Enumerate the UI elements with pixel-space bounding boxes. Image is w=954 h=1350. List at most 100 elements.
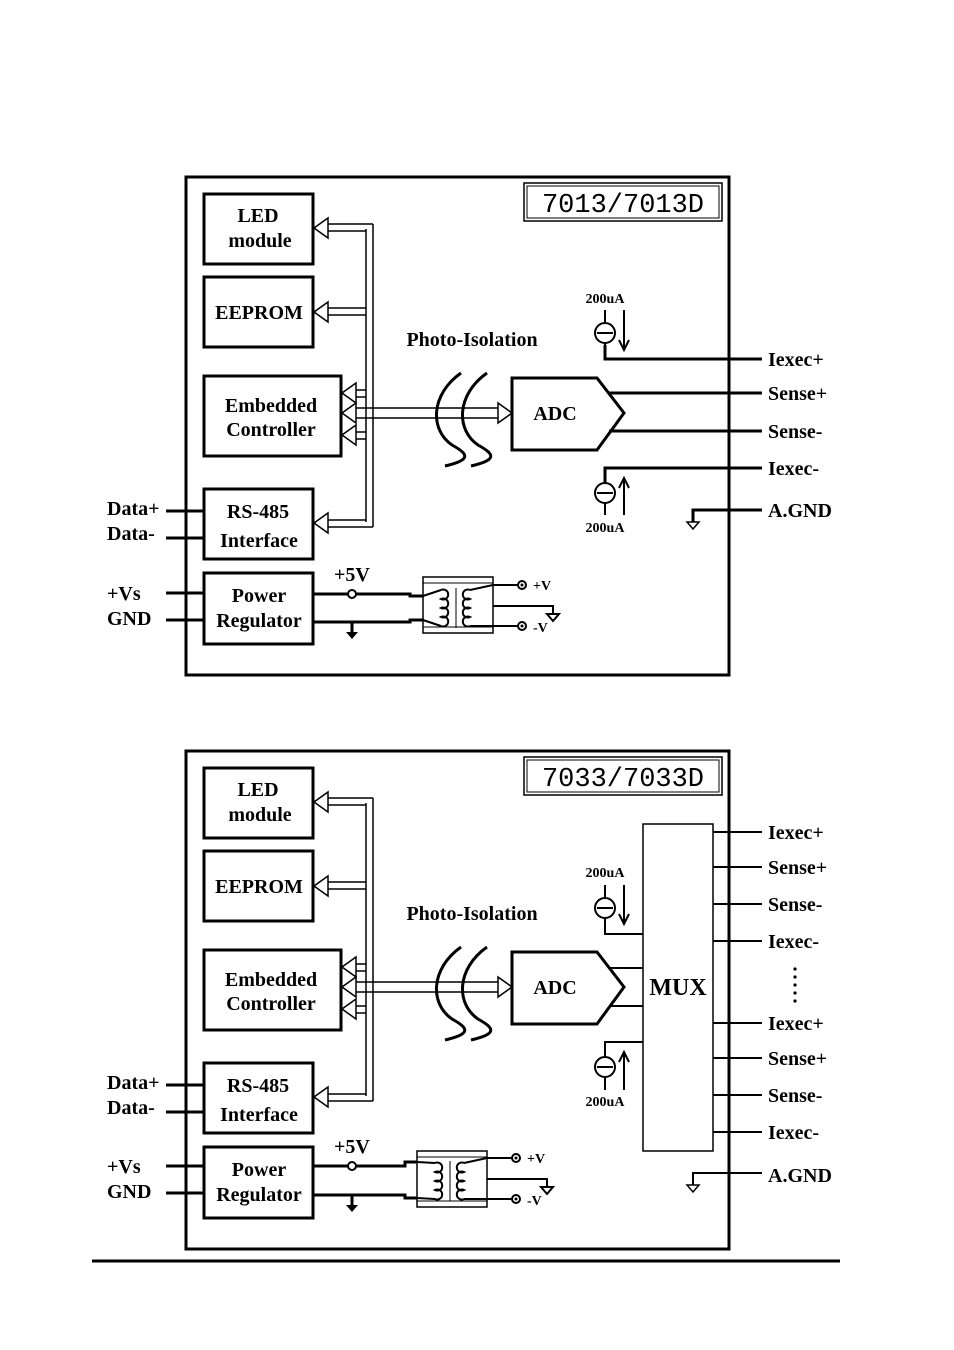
- left-signal-3: GND: [107, 608, 151, 630]
- isolated-outputs: [493, 584, 562, 627]
- model-box: [523, 756, 723, 796]
- model-title: 7013/7013D: [542, 191, 704, 221]
- minus-v-label: -V: [527, 1194, 542, 1209]
- current-bottom-label: 200uA: [586, 521, 626, 536]
- current-source-top: [594, 310, 630, 353]
- right-signal-6: Sense-: [768, 1085, 822, 1107]
- right-signal-3: Iexec-: [768, 931, 819, 953]
- plus5v-label: +5V: [334, 1136, 370, 1158]
- internal-bus: [312, 790, 514, 1109]
- left-signal-1: Data-: [107, 523, 155, 545]
- 5v-node: [347, 589, 357, 599]
- diagram-7033: 7033/7033D LED module EEPROM Embedded Co…: [107, 749, 832, 1251]
- module-frame: [184, 749, 731, 1251]
- led-module-block: [202, 192, 315, 266]
- controller-label-1: Embedded: [225, 395, 317, 417]
- rs485-label-2: Interface: [220, 530, 298, 552]
- left-signal-0: Data+: [107, 1072, 160, 1094]
- left-signal-2: +Vs: [107, 1156, 141, 1178]
- photo-isolation-label: Photo-Isolation: [406, 903, 537, 925]
- left-signal-1: Data-: [107, 1097, 155, 1119]
- controller-label-1: Embedded: [225, 969, 317, 991]
- right-signal-2: Sense-: [768, 894, 822, 916]
- power-label-1: Power: [232, 585, 287, 607]
- power-lines: [313, 592, 423, 633]
- controller-label-2: Controller: [226, 419, 316, 441]
- adc-label: ADC: [533, 403, 576, 425]
- left-signal-2: +Vs: [107, 583, 141, 605]
- current-source-top: [594, 885, 630, 927]
- left-signal-3: GND: [107, 1181, 151, 1203]
- led-label-1: LED: [237, 779, 278, 801]
- eeprom-block: [202, 849, 315, 923]
- eeprom-label: EEPROM: [215, 302, 303, 324]
- led-label-2: module: [228, 230, 291, 252]
- left-signal-0: Data+: [107, 498, 160, 520]
- left-signal-lines: [166, 509, 204, 622]
- ground-arrow: [346, 1205, 358, 1212]
- isolated-dc-converter: [416, 1150, 488, 1208]
- current-top-label: 200uA: [586, 866, 626, 881]
- controller-label-2: Controller: [226, 993, 316, 1015]
- internal-bus: [312, 216, 514, 535]
- right-signal-2: Sense-: [768, 421, 822, 443]
- rs485-block: [202, 487, 315, 561]
- power-regulator-block: [202, 571, 315, 646]
- right-signal-7: Iexec-: [768, 1122, 819, 1144]
- signal-lines: [603, 345, 762, 522]
- rs485-label-1: RS-485: [227, 501, 289, 523]
- eeprom-block: [202, 275, 315, 349]
- diagram-7013: 7013/7013D LED module EEPROM Embedded Co…: [107, 175, 832, 677]
- embedded-controller-block: [202, 374, 343, 458]
- power-lines: [313, 1160, 417, 1206]
- right-signal-5: Sense+: [768, 1048, 827, 1070]
- current-source-bottom: [594, 1049, 630, 1090]
- mux-block: [642, 823, 714, 1152]
- plus-v-label: +V: [527, 1152, 545, 1167]
- adc-mux-lines: [604, 920, 643, 1055]
- power-label-2: Regulator: [216, 1184, 302, 1206]
- isolated-outputs: [487, 1157, 556, 1200]
- right-signal-0: Iexec+: [768, 349, 824, 371]
- mux-label: MUX: [649, 975, 707, 1001]
- eeprom-label: EEPROM: [215, 876, 303, 898]
- agnd-symbol: [685, 521, 701, 531]
- ellipsis-dots: [793, 967, 797, 1003]
- current-source-bottom: [594, 475, 630, 515]
- model-box: [523, 182, 723, 222]
- current-bottom-label: 200uA: [586, 1095, 626, 1110]
- power-regulator-block: [202, 1145, 315, 1220]
- isolation-barrier: [435, 371, 493, 468]
- right-signal-1: Sense+: [768, 383, 827, 405]
- isolated-dc-converter: [422, 576, 494, 634]
- right-signal-1: Sense+: [768, 857, 827, 879]
- left-signal-lines: [166, 1083, 204, 1195]
- rs485-block: [202, 1061, 315, 1135]
- plus-v-label: +V: [533, 579, 551, 594]
- 5v-node: [347, 1161, 357, 1171]
- power-label-2: Regulator: [216, 610, 302, 632]
- right-signal-4: Iexec+: [768, 1013, 824, 1035]
- minus-v-label: -V: [533, 621, 548, 636]
- power-label-1: Power: [232, 1159, 287, 1181]
- mux-outputs: [685, 831, 762, 1194]
- right-signal-8: A.GND: [768, 1165, 832, 1187]
- model-title: 7033/7033D: [542, 765, 704, 795]
- right-signal-0: Iexec+: [768, 822, 824, 844]
- module-frame: [184, 175, 731, 677]
- adc-label: ADC: [533, 977, 576, 999]
- led-label-2: module: [228, 804, 291, 826]
- led-label-1: LED: [237, 205, 278, 227]
- current-top-label: 200uA: [586, 292, 626, 307]
- rs485-label-1: RS-485: [227, 1075, 289, 1097]
- embedded-controller-block: [202, 948, 343, 1032]
- plus5v-label: +5V: [334, 564, 370, 586]
- right-signal-4: A.GND: [768, 500, 832, 522]
- rs485-label-2: Interface: [220, 1104, 298, 1126]
- led-module-block: [202, 766, 315, 840]
- ground-arrow: [346, 632, 358, 639]
- isolation-barrier: [435, 945, 493, 1042]
- right-signal-3: Iexec-: [768, 458, 819, 480]
- photo-isolation-label: Photo-Isolation: [406, 329, 537, 351]
